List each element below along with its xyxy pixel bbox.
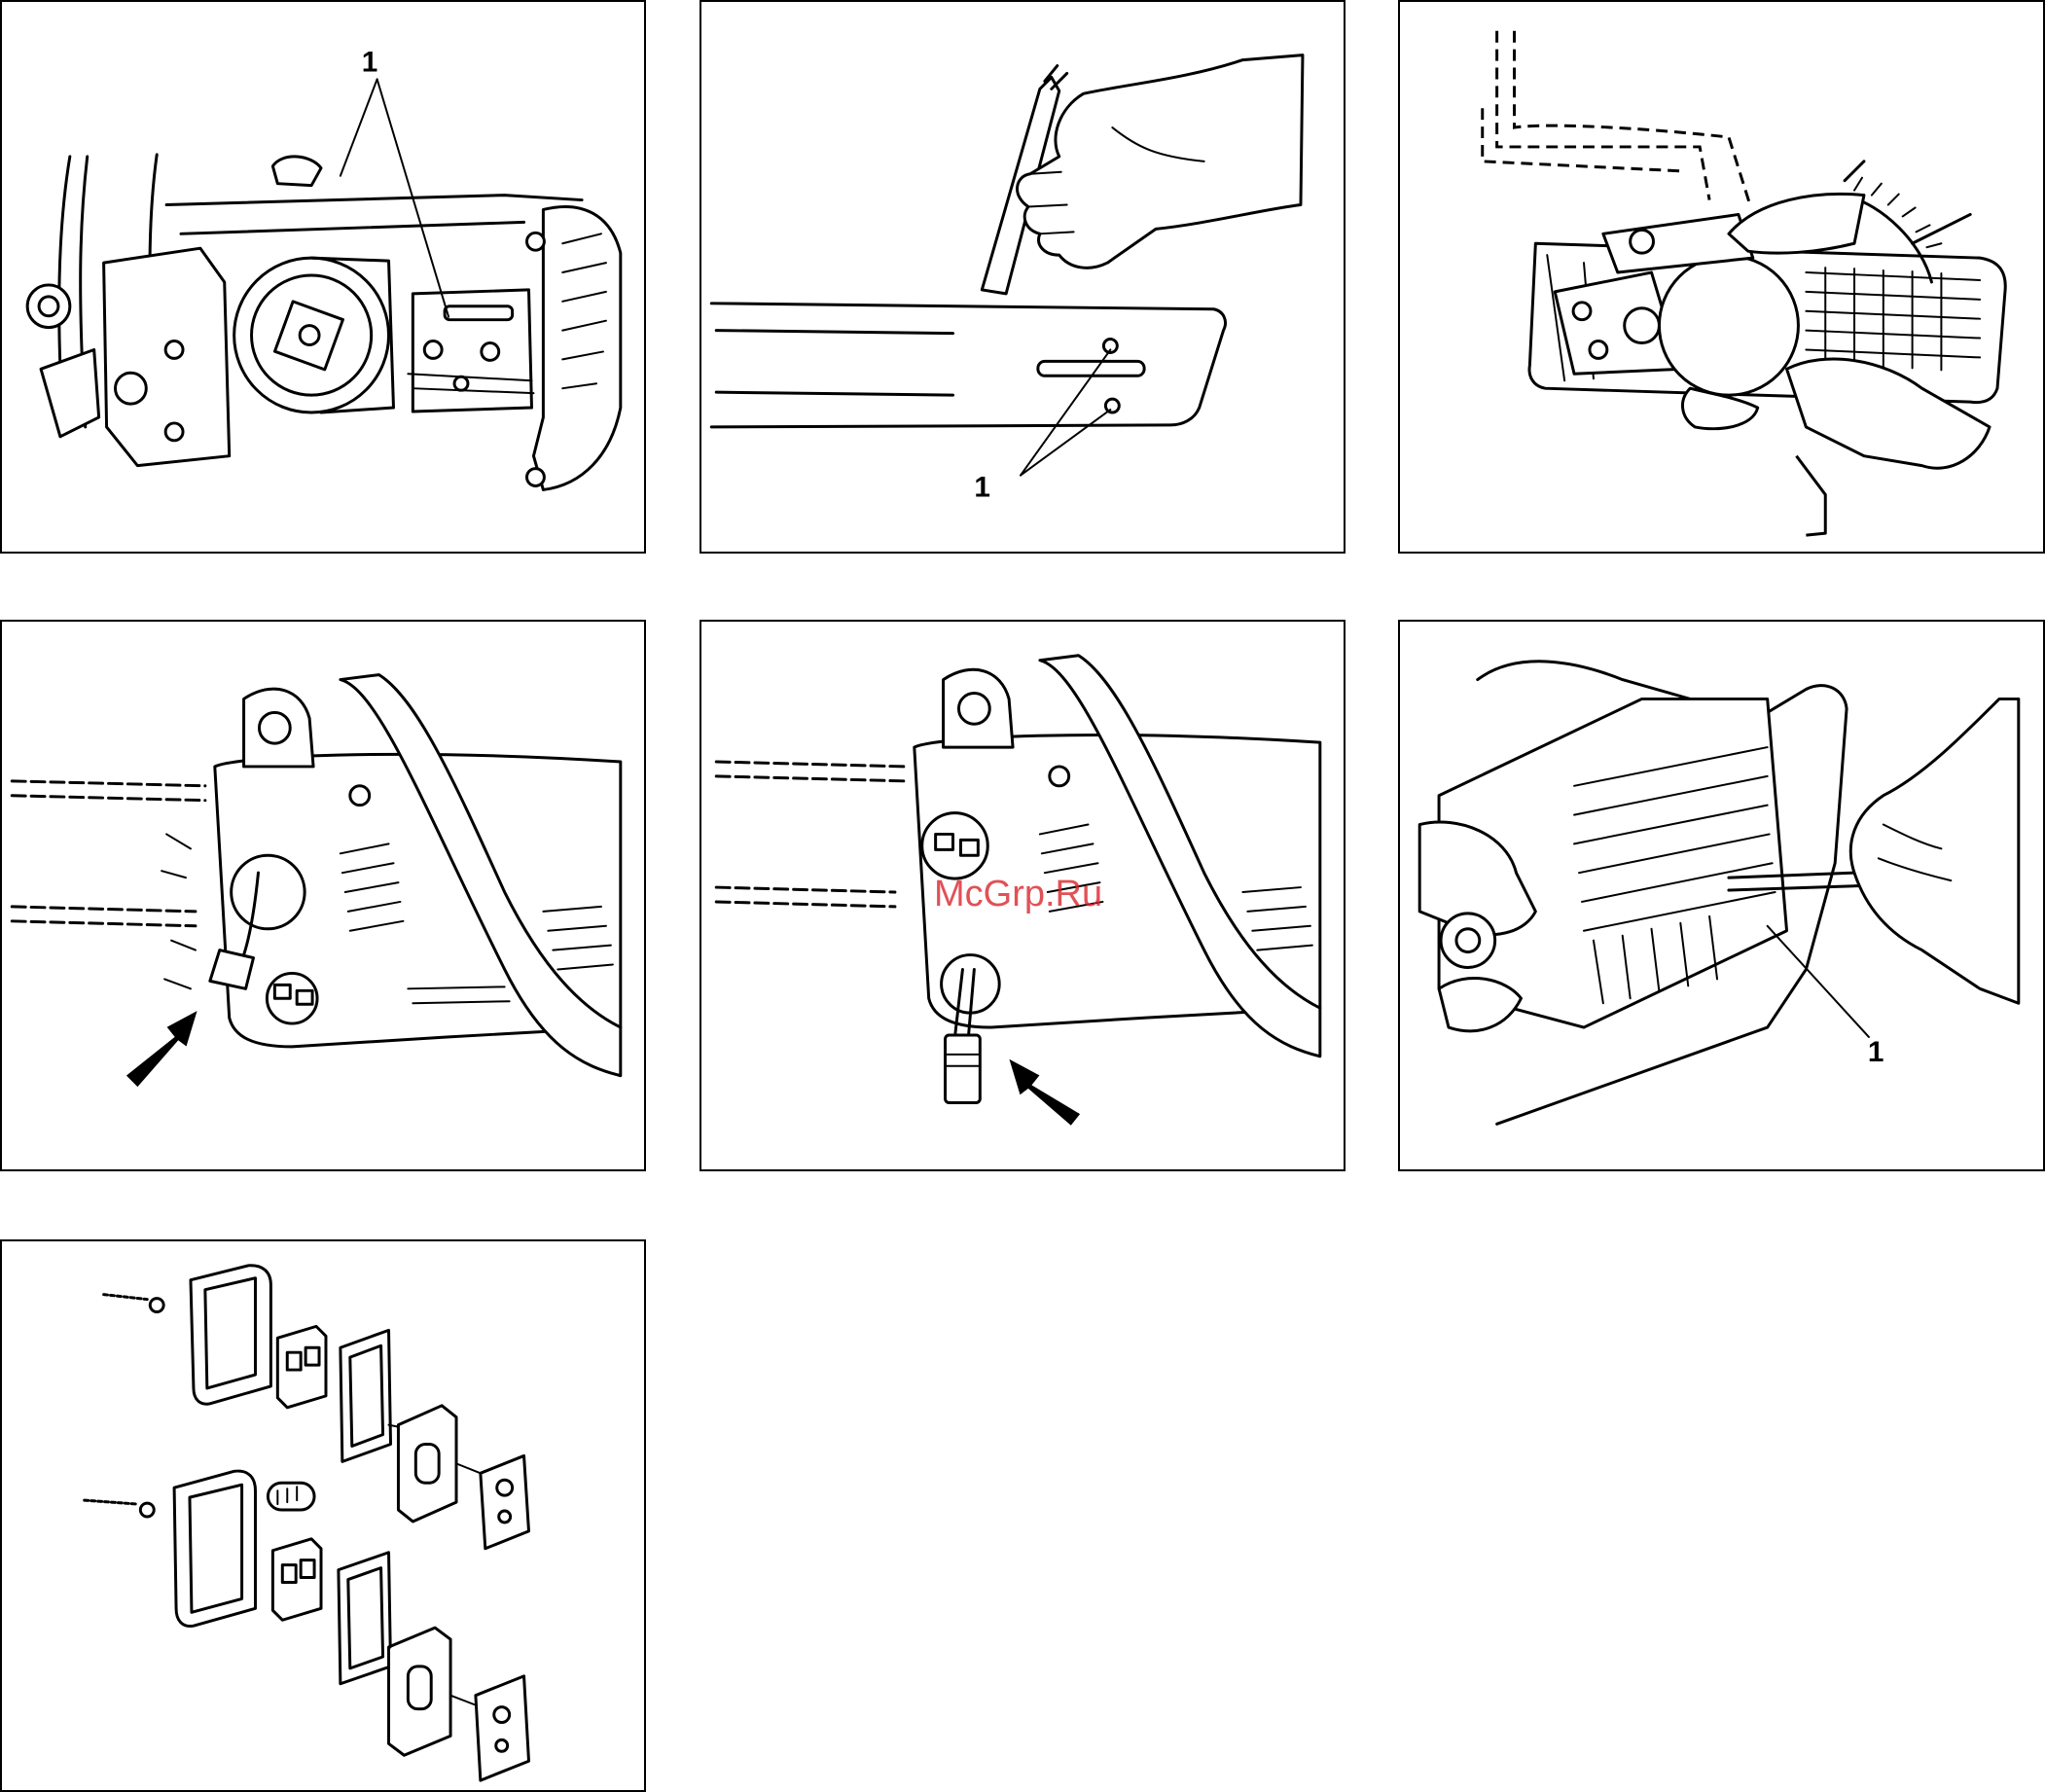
figure-panel-cylinder-cleaning: 1 <box>1398 620 2045 1171</box>
figure-panel-muffler-exploded <box>0 1239 646 1792</box>
spark-plug-boot-icon <box>210 950 254 989</box>
bolt-icon <box>85 1500 138 1504</box>
bolt-icon <box>104 1295 148 1300</box>
muffler-exploded-drawing <box>2 1241 644 1790</box>
figure-panel-spark-plug-cap <box>0 620 646 1171</box>
bar-slot-icon <box>1038 361 1144 376</box>
callout-label: 1 <box>974 471 990 503</box>
muffler-gasket-icon <box>481 1455 529 1548</box>
handle-guard-icon <box>533 207 620 490</box>
figure-panel-chain-tensioner: 1 <box>0 0 646 554</box>
muffler-gasket-icon <box>476 1676 529 1780</box>
figure-panel-chain-brake <box>1398 0 2045 554</box>
watermark: McGrp.Ru <box>934 874 1102 915</box>
arrow-icon <box>1011 1061 1079 1125</box>
chain-tensioner-drawing: 1 <box>2 2 644 552</box>
knob-icon <box>1441 914 1495 968</box>
socket-wrench-icon <box>946 1035 981 1103</box>
arrow-icon <box>127 1013 196 1085</box>
washer-icon <box>140 1503 154 1517</box>
callout-label: 1 <box>1868 1036 1884 1068</box>
cylinder-cleaning-drawing: 1 <box>1400 622 2043 1169</box>
chain-brake-drawing <box>1400 2 2043 552</box>
spark-arrestor-icon <box>268 1483 314 1510</box>
clutch-cover-icon <box>1659 256 1798 395</box>
spark-plug-cap-drawing <box>2 622 644 1169</box>
figure-panel-bar-cleaning: 1 <box>700 0 1345 554</box>
callout-label: 1 <box>362 46 378 78</box>
handle-icon <box>41 349 99 436</box>
knob-icon <box>27 285 70 328</box>
muffler-cover-icon <box>191 1266 270 1404</box>
bar-cleaning-drawing: 1 <box>701 2 1344 552</box>
washer-icon <box>150 1299 163 1312</box>
